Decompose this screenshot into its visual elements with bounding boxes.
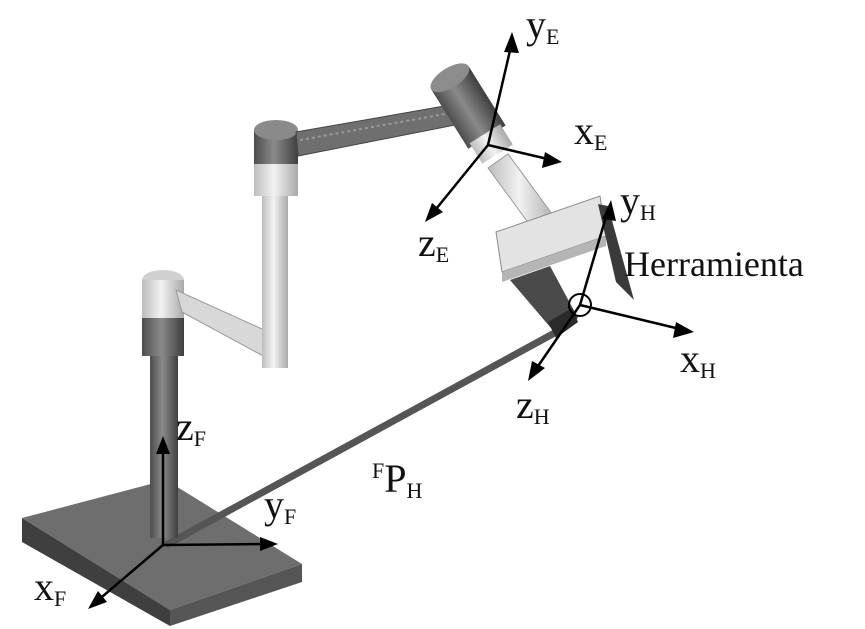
- label-xe: xE: [574, 108, 607, 155]
- label-xf: xF: [34, 564, 66, 611]
- label-tool: Herramienta: [624, 244, 804, 284]
- elbow-joint-light: [254, 160, 298, 196]
- axis-zh-arrow: [528, 361, 545, 381]
- axis-xf: [95, 544, 164, 603]
- label-yf: yF: [264, 482, 296, 529]
- label-zh: zH: [516, 382, 550, 429]
- label-zf: zF: [176, 404, 206, 451]
- tool-center-point: [568, 293, 592, 317]
- tool-plate-side: [502, 236, 606, 282]
- axis-xe: [487, 143, 553, 162]
- frame-f-axes: [88, 436, 278, 609]
- frame-h-axes: [528, 200, 694, 381]
- axis-xf-arrow: [88, 591, 107, 609]
- base-plate-side: [170, 564, 302, 626]
- position-vector-line: [164, 326, 562, 549]
- tool-blade: [598, 204, 634, 300]
- axis-xh: [579, 303, 685, 332]
- frame-e-axes: [425, 32, 562, 222]
- label-vector-fph: FPH: [372, 456, 423, 503]
- label-xh: xH: [680, 336, 716, 383]
- label-yh: yH: [620, 178, 656, 225]
- tool-tip: [548, 308, 578, 338]
- axis-zh: [532, 304, 582, 373]
- shoulder-cap-body: [142, 280, 184, 302]
- axis-ze: [431, 144, 489, 215]
- robot-arm: [142, 63, 634, 538]
- elbow-cap: [254, 120, 298, 140]
- shoulder-joint-bottom: [142, 318, 184, 356]
- axis-ze-arrow: [425, 203, 443, 222]
- axis-ye-arrow: [504, 32, 519, 53]
- forearm-texture: [299, 111, 457, 141]
- axis-xe-arrow: [542, 152, 562, 168]
- axis-ye: [486, 41, 514, 146]
- label-ye: yE: [526, 2, 559, 49]
- axis-yh: [578, 209, 610, 306]
- base-plate-front: [22, 518, 170, 626]
- axis-zf-arrow: [156, 436, 170, 454]
- axis-xh-arrow: [673, 322, 694, 338]
- axis-yh-arrow: [602, 200, 616, 221]
- axis-yf: [162, 542, 269, 547]
- label-ze: zE: [418, 220, 449, 267]
- forearm: [295, 103, 461, 157]
- wrist-cap: [430, 63, 470, 93]
- axis-yf-arrow: [260, 537, 278, 551]
- upper-arm-vertical: [262, 190, 288, 368]
